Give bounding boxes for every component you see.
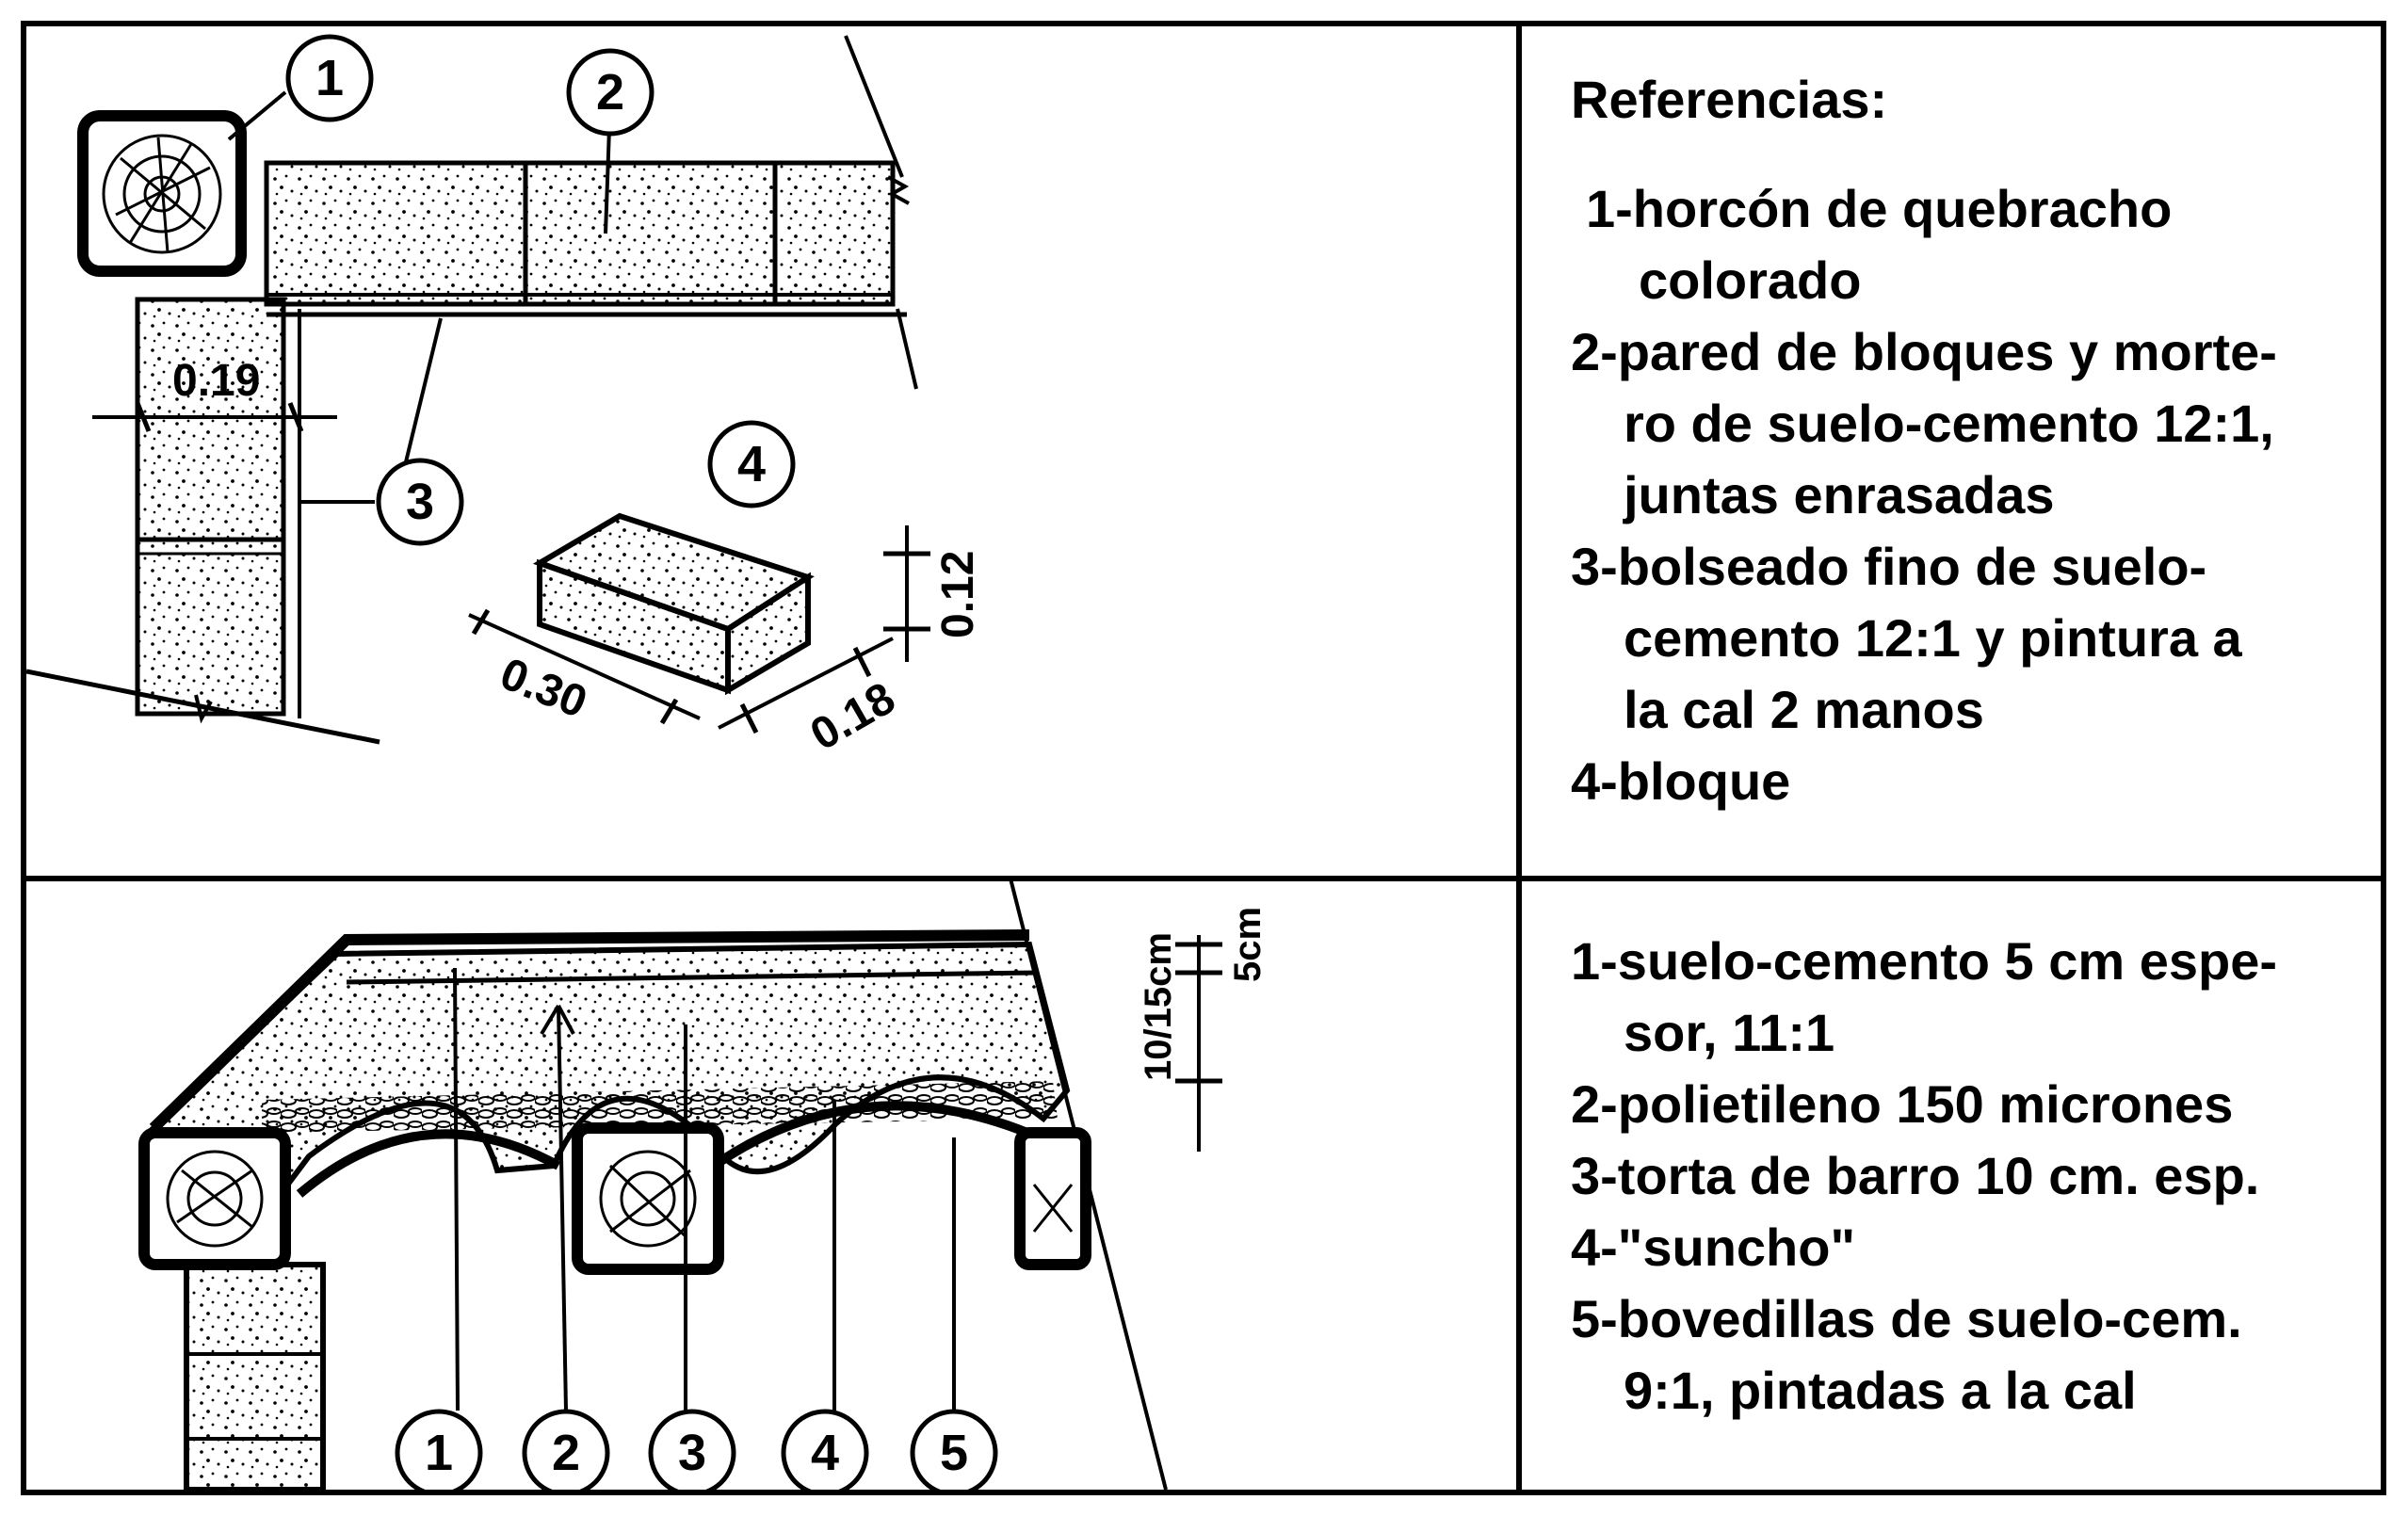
- callout-b2: 2: [552, 1425, 580, 1481]
- dim-layer-thickness: 5cm: [1227, 907, 1269, 982]
- ref-top-4: 4-bloque: [1571, 751, 1791, 811]
- ref-bottom-5b: 9:1, pintadas a la cal: [1624, 1361, 2137, 1420]
- bottom-section-drawing: 10/15cm 5cm 1 2 3 4 5: [138, 878, 1269, 1490]
- callout-3: 3: [406, 474, 434, 530]
- top-plan-drawing: 0.19 0.30 0.18 0.12 1 2 3 4: [26, 34, 983, 761]
- ref-top-1b: colorado: [1639, 250, 1862, 310]
- ref-top-3: 3-bolseado fino de suelo-: [1571, 537, 2207, 596]
- dim-wall-thickness: 0.19: [172, 356, 260, 406]
- ref-top-2: 2-pared de bloques y morte-: [1571, 322, 2277, 381]
- ref-bottom-2: 2-polietileno 150 micrones: [1571, 1074, 2234, 1134]
- callout-1: 1: [315, 50, 344, 106]
- construction-drawing: 0.19 0.30 0.18 0.12 1 2 3 4: [26, 26, 2381, 1490]
- ref-top-1: 1-horcón de quebracho: [1586, 179, 2173, 238]
- dim-block-width: 0.18: [802, 673, 903, 761]
- bottom-references: 1-suelo-cemento 5 cm espe- sor, 11:1 2-p…: [1571, 926, 2277, 1427]
- callout-2: 2: [596, 64, 624, 121]
- callout-b1: 1: [425, 1425, 453, 1481]
- ref-bottom-4: 4-"suncho": [1571, 1218, 1856, 1277]
- dim-total-thickness: 10/15cm: [1138, 932, 1179, 1081]
- ref-top-2b: ro de suelo-cemento 12:1,: [1624, 394, 2274, 453]
- references-title: Referencias:: [1571, 70, 1888, 129]
- ref-bottom-1b: sor, 11:1: [1624, 1003, 1835, 1062]
- callout-b3: 3: [678, 1425, 706, 1481]
- dim-block-height: 0.12: [933, 551, 983, 638]
- block-isometric: [532, 512, 815, 696]
- callout-b4: 4: [811, 1425, 839, 1481]
- callout-b5: 5: [940, 1425, 968, 1481]
- ref-bottom-1: 1-suelo-cemento 5 cm espe-: [1571, 931, 2278, 991]
- diagram-frame: 0.19 0.30 0.18 0.12 1 2 3 4: [21, 21, 2386, 1495]
- ref-bottom-3: 3-torta de barro 10 cm. esp.: [1571, 1146, 2260, 1205]
- callout-4: 4: [737, 436, 766, 492]
- ref-bottom-5: 5-bovedillas de suelo-cem.: [1571, 1289, 2242, 1348]
- dim-block-length: 0.30: [493, 649, 593, 728]
- ref-top-2c: juntas enrasadas: [1624, 465, 2055, 524]
- horizontal-block-wall: [264, 160, 896, 307]
- top-references: Referencias: 1-horcón de quebracho color…: [1571, 64, 2277, 817]
- ref-top-3b: cemento 12:1 y pintura a: [1624, 608, 2242, 668]
- ref-top-3c: la cal 2 manos: [1624, 680, 1984, 739]
- vertical-block-wall: [135, 297, 286, 717]
